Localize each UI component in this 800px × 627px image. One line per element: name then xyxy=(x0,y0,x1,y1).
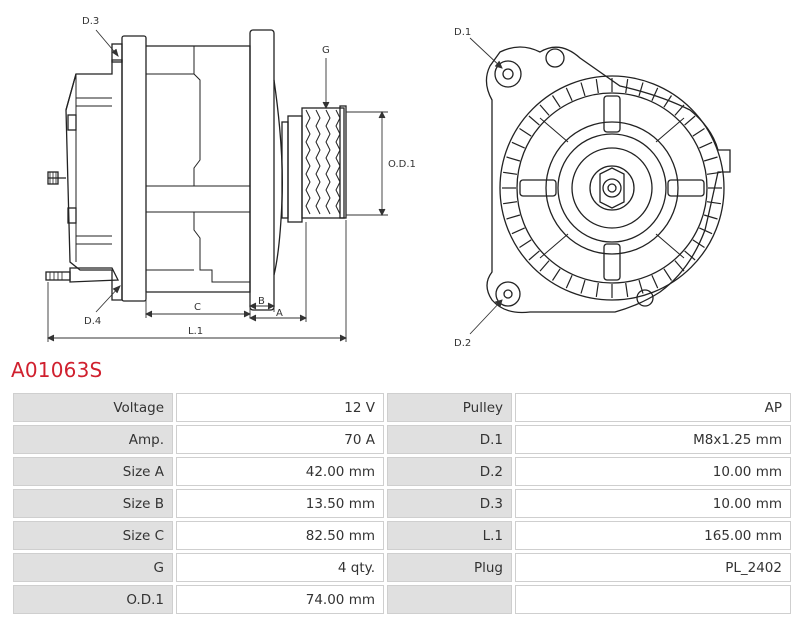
alternator-technical-drawing: D.3 G O.D.1 D.4 C B A L.1 D.1 D.2 xyxy=(45,16,731,349)
vent-slot xyxy=(699,227,713,235)
vent-slot xyxy=(703,156,718,162)
spec-value: 70 A xyxy=(176,425,384,454)
spec-value: 74.00 mm xyxy=(176,585,384,614)
vent-slot xyxy=(519,239,532,249)
table-row: G 4 qty. Plug PL_2402 xyxy=(13,553,791,582)
label-a: A xyxy=(276,308,283,319)
front-view-vents xyxy=(502,78,722,298)
spec-label: D.1 xyxy=(387,425,512,454)
spec-value-empty xyxy=(515,585,791,614)
table-row: O.D.1 74.00 mm xyxy=(13,585,791,614)
spec-value: 4 qty. xyxy=(176,553,384,582)
vent-slot xyxy=(674,260,685,272)
vent-slot xyxy=(511,141,525,149)
label-l1: L.1 xyxy=(188,326,203,337)
vent-slot xyxy=(706,171,721,175)
table-row: Size C 82.50 mm L.1 165.00 mm xyxy=(13,521,791,550)
table-row: Size A 42.00 mm D.2 10.00 mm xyxy=(13,457,791,486)
spec-label: Plug xyxy=(387,553,512,582)
spec-value: 82.50 mm xyxy=(176,521,384,550)
spec-label: D.2 xyxy=(387,457,512,486)
label-d1: D.1 xyxy=(454,27,471,38)
spec-value: M8x1.25 mm xyxy=(515,425,791,454)
spec-value: 13.50 mm xyxy=(176,489,384,518)
vent-slot xyxy=(663,268,673,281)
spec-label: O.D.1 xyxy=(13,585,173,614)
label-d4: D.4 xyxy=(84,316,101,327)
spec-label: L.1 xyxy=(387,521,512,550)
spec-label: Pulley xyxy=(387,393,512,422)
spec-value: 165.00 mm xyxy=(515,521,791,550)
label-g: G xyxy=(322,45,330,56)
vent-slot xyxy=(692,239,705,249)
side-view xyxy=(45,29,347,311)
spec-label: Amp. xyxy=(13,425,173,454)
vent-slot xyxy=(625,79,629,94)
spec-label: Voltage xyxy=(13,393,173,422)
vent-slot xyxy=(503,171,518,175)
vent-slot xyxy=(580,279,586,294)
vent-slot xyxy=(551,268,561,281)
specs-table: Voltage 12 V Pulley AP Amp. 70 A D.1 M8x… xyxy=(10,390,794,617)
vent-slot xyxy=(703,214,718,220)
vent-slot xyxy=(663,95,673,108)
vent-slot xyxy=(674,104,685,116)
vent-slot xyxy=(706,201,721,205)
spec-value: 10.00 mm xyxy=(515,457,791,486)
vent-slot xyxy=(528,250,540,261)
label-d3: D.3 xyxy=(82,16,99,27)
spec-label: Size B xyxy=(13,489,173,518)
vent-slot xyxy=(551,95,561,108)
vent-slot xyxy=(506,156,521,162)
vent-slot xyxy=(625,282,629,297)
label-d2: D.2 xyxy=(454,338,471,349)
spec-value: 42.00 mm xyxy=(176,457,384,486)
table-row: Size B 13.50 mm D.3 10.00 mm xyxy=(13,489,791,518)
label-b: B xyxy=(258,296,265,307)
spec-label: Size A xyxy=(13,457,173,486)
part-code-title: A01063S xyxy=(11,358,103,382)
vent-slot xyxy=(638,82,644,97)
vent-slot xyxy=(684,250,696,261)
spec-label: G xyxy=(13,553,173,582)
spec-value: 10.00 mm xyxy=(515,489,791,518)
vent-slot xyxy=(651,275,659,289)
spec-label: Size C xyxy=(13,521,173,550)
table-row: Amp. 70 A D.1 M8x1.25 mm xyxy=(13,425,791,454)
vent-slot xyxy=(528,115,540,126)
vent-slot xyxy=(565,275,573,289)
vent-slot xyxy=(503,201,518,205)
vent-slot xyxy=(692,127,705,137)
front-view xyxy=(485,46,731,314)
vent-slot xyxy=(539,104,550,116)
spec-value: AP xyxy=(515,393,791,422)
vent-slot xyxy=(511,227,525,235)
vent-slot xyxy=(638,279,644,294)
vent-slot xyxy=(684,115,696,126)
spec-label: D.3 xyxy=(387,489,512,518)
label-c: C xyxy=(194,302,201,313)
spec-value: 12 V xyxy=(176,393,384,422)
vent-slot xyxy=(565,87,573,101)
table-row: Voltage 12 V Pulley AP xyxy=(13,393,791,422)
spec-label-empty xyxy=(387,585,512,614)
vent-slot xyxy=(519,127,532,137)
vent-slot xyxy=(595,282,599,297)
spec-value: PL_2402 xyxy=(515,553,791,582)
vent-slot xyxy=(539,260,550,272)
side-view-dimensions xyxy=(46,29,388,342)
front-view-leaders xyxy=(469,37,503,335)
vent-slot xyxy=(699,141,713,149)
vent-slot xyxy=(506,214,521,220)
label-od1: O.D.1 xyxy=(388,159,416,170)
vent-slot xyxy=(595,79,599,94)
vent-slot xyxy=(651,87,659,101)
vent-slot xyxy=(580,82,586,97)
